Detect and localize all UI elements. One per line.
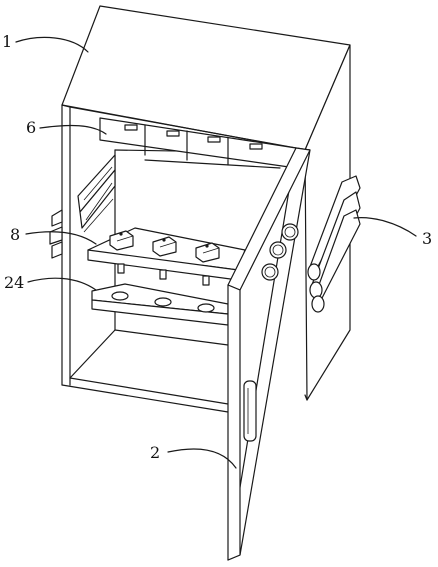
support-post bbox=[117, 263, 125, 274]
rail-bolt bbox=[154, 297, 172, 307]
drawer-handle bbox=[207, 136, 221, 143]
switch-module bbox=[152, 236, 177, 257]
front-frame bbox=[61, 104, 297, 413]
leader-line-6 bbox=[39, 124, 107, 135]
switch-module bbox=[109, 230, 134, 251]
leader-line-24 bbox=[27, 277, 97, 291]
leader-line-1 bbox=[15, 36, 89, 53]
label-lower-rail: 24 bbox=[4, 273, 24, 292]
label-top-drawer-row: 6 bbox=[26, 118, 36, 137]
rail-bolt bbox=[197, 303, 215, 313]
left-slide-rail bbox=[77, 154, 116, 233]
label-side-assembly: 3 bbox=[422, 229, 432, 248]
support-post bbox=[159, 269, 167, 280]
lower-rail bbox=[91, 283, 229, 326]
leader-line-3 bbox=[353, 217, 417, 237]
callout-leaders bbox=[15, 36, 417, 469]
switch-module bbox=[195, 242, 220, 263]
leader-line-8 bbox=[25, 231, 97, 245]
rail-bolt bbox=[111, 291, 129, 301]
cabinet-door bbox=[227, 147, 311, 561]
support-post bbox=[202, 275, 210, 286]
drawer-handle bbox=[166, 130, 180, 137]
side-assembly bbox=[307, 175, 361, 313]
left-side-brackets bbox=[49, 209, 63, 259]
drawer-handle bbox=[249, 143, 263, 150]
door-knob bbox=[261, 263, 279, 281]
door-handle bbox=[243, 380, 257, 442]
door-knob bbox=[269, 241, 287, 259]
leader-line-2 bbox=[167, 448, 237, 469]
door-knob bbox=[281, 223, 299, 241]
drawer-handle bbox=[124, 124, 138, 131]
label-cabinet: 1 bbox=[2, 32, 12, 51]
label-switch-panel: 8 bbox=[10, 225, 20, 244]
label-door: 2 bbox=[150, 443, 160, 462]
switch-panel bbox=[87, 227, 246, 286]
